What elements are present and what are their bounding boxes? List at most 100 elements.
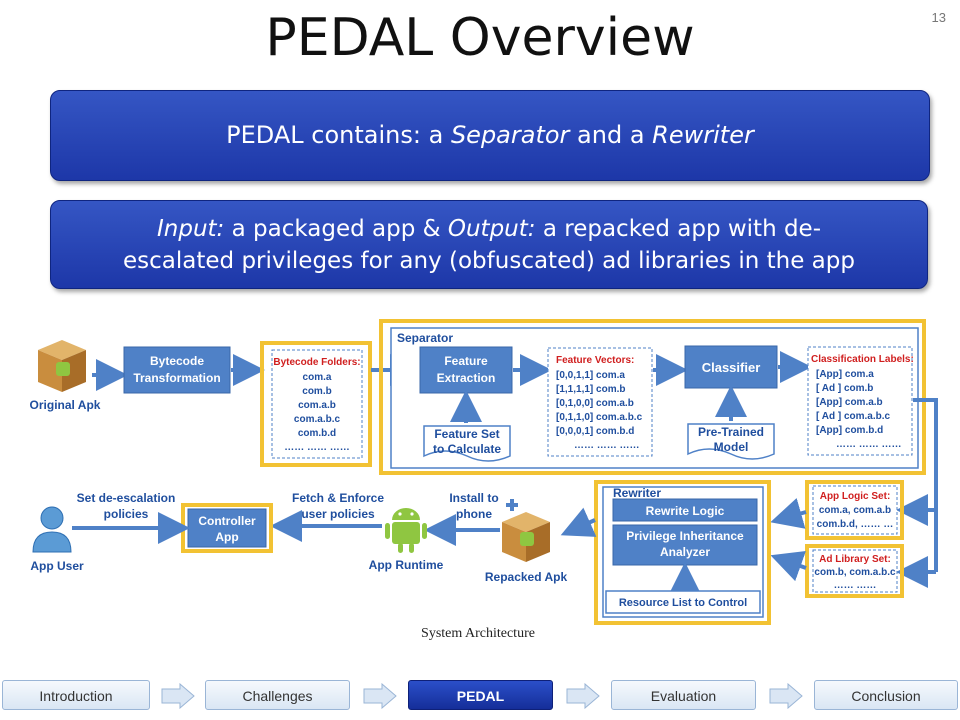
app-logic-set-title: App Logic Set: bbox=[820, 491, 891, 502]
bytecode-folders-items: com.a com.b com.a.b com.a.b.c com.b.d ……… bbox=[284, 372, 350, 453]
privilege-analyzer-line1: Privilege Inheritance bbox=[626, 529, 744, 543]
privilege-analyzer-box bbox=[612, 524, 758, 566]
classification-label-item: …… …… …… bbox=[836, 439, 902, 450]
classification-label-item: [App] com.a bbox=[816, 369, 874, 380]
feature-vectors-items: [0,0,1,1] com.a [1,1,1,1] com.b [0,1,0,0… bbox=[556, 370, 643, 451]
android-icon bbox=[385, 508, 427, 553]
banner2-output: Output: bbox=[447, 216, 536, 242]
classification-labels-box bbox=[807, 346, 913, 456]
repacked-package-icon bbox=[502, 499, 550, 562]
feature-set-line2: to Calculate bbox=[433, 442, 501, 456]
classification-label-item: [App] com.a.b bbox=[816, 397, 883, 408]
banner-components: PEDAL contains: a Separator and a Rewrit… bbox=[50, 90, 930, 181]
system-architecture-diagram: Original Apk Bytecode Transformation Byt… bbox=[30, 319, 938, 641]
resource-list-box bbox=[605, 590, 761, 614]
nav-arrow-icon bbox=[161, 683, 195, 709]
feature-vector-item: [0,0,0,1] com.b.d bbox=[556, 426, 634, 437]
feature-extraction-line1: Feature bbox=[444, 354, 488, 368]
arrow-adlib-to-rewriter bbox=[770, 551, 807, 582]
resource-list-label: Resource List to Control bbox=[619, 597, 747, 609]
controller-app-line1: Controller bbox=[198, 514, 256, 528]
bytecode-folder-item: …… …… …… bbox=[284, 442, 350, 453]
install-to-phone-line2: phone bbox=[456, 507, 492, 521]
nav-arrow-icon bbox=[769, 683, 803, 709]
diagram-caption: System Architecture bbox=[421, 626, 535, 641]
banner1-mid: and a bbox=[569, 121, 653, 149]
repacked-apk-label: Repacked Apk bbox=[485, 570, 568, 584]
rewriter-label: Rewriter bbox=[613, 486, 661, 500]
bytecode-folders-title: Bytecode Folders: bbox=[273, 357, 360, 368]
feature-vectors-box bbox=[547, 347, 653, 457]
fetch-enforce-line1: Fetch & Enforce bbox=[292, 491, 384, 505]
separator-label: Separator bbox=[397, 331, 453, 345]
ad-library-set-title: Ad Library Set: bbox=[819, 554, 891, 565]
bytecode-folder-item: com.a.b.c bbox=[294, 414, 341, 425]
user-icon bbox=[32, 506, 72, 553]
banner2-input: Input: bbox=[156, 216, 225, 242]
app-logic-set-highlight bbox=[805, 480, 904, 540]
classification-label-item: [ Ad ] com.a.b.c bbox=[816, 411, 891, 422]
classification-labels-items: [App] com.a [ Ad ] com.b [App] com.a.b [… bbox=[816, 369, 902, 450]
classification-label-item: [ Ad ] com.b bbox=[816, 383, 873, 394]
arrow-rewriter-to-repacked bbox=[560, 507, 597, 537]
controller-app-line2: App bbox=[215, 530, 238, 544]
banner2-part2: a repacked app with de- bbox=[535, 216, 822, 242]
slide-title: PEDAL Overview bbox=[265, 8, 695, 68]
nav-tab-introduction[interactable]: Introduction bbox=[2, 680, 150, 710]
page-number: 13 bbox=[931, 10, 946, 25]
pretrained-model-line2: Model bbox=[714, 440, 749, 454]
feature-extraction-box bbox=[419, 346, 513, 394]
classifier-label: Classifier bbox=[702, 360, 761, 375]
ad-library-set-highlight bbox=[805, 544, 904, 598]
nav-arrow-icon bbox=[566, 683, 600, 709]
feature-vector-item: [0,0,1,1] com.a bbox=[556, 370, 625, 381]
nav-tab-challenges[interactable]: Challenges bbox=[205, 680, 350, 710]
set-policies-line2: policies bbox=[104, 507, 149, 521]
ad-library-set-item: com.b, com.a.b.c bbox=[814, 567, 896, 578]
feature-extraction-line2: Extraction bbox=[437, 371, 496, 385]
arrow-applogic-to-rewriter bbox=[770, 498, 807, 529]
controller-app-box bbox=[187, 508, 267, 548]
app-logic-set-box bbox=[812, 485, 898, 535]
banner-input-output: Input: a packaged app & Output: a repack… bbox=[50, 200, 928, 289]
nav-tab-pedal[interactable]: PEDAL bbox=[408, 680, 553, 710]
feature-vectors-title: Feature Vectors: bbox=[556, 355, 634, 366]
app-logic-set-item: com.a, com.a.b bbox=[819, 505, 891, 516]
fetch-enforce-line2: user policies bbox=[301, 507, 375, 521]
bytecode-transformation-box bbox=[123, 346, 231, 394]
install-to-phone-line1: Install to bbox=[449, 491, 498, 505]
set-policies-line1: Set de-escalation bbox=[77, 491, 176, 505]
bytecode-folders-box bbox=[271, 349, 363, 459]
banner2-part1: a packaged app & bbox=[224, 216, 448, 242]
nav-tab-evaluation[interactable]: Evaluation bbox=[611, 680, 756, 710]
privilege-analyzer-line2: Analyzer bbox=[660, 545, 710, 559]
banner1-separator: Separator bbox=[450, 121, 570, 149]
bytecode-transformation-line1: Bytecode bbox=[150, 354, 204, 368]
app-logic-set-item: com.b.d, …… … bbox=[817, 519, 894, 530]
rewriter-highlight bbox=[594, 480, 771, 625]
ad-library-set-box bbox=[812, 549, 898, 593]
feature-set-line1: Feature Set bbox=[434, 427, 499, 441]
nav-tab-conclusion[interactable]: Conclusion bbox=[814, 680, 958, 710]
feature-vector-item: …… …… …… bbox=[574, 440, 640, 451]
classification-labels-title: Classification Labels: bbox=[811, 354, 914, 365]
bytecode-folder-item: com.b.d bbox=[298, 428, 336, 439]
feature-vector-item: [0,1,0,0] com.a.b bbox=[556, 398, 634, 409]
app-runtime-label: App Runtime bbox=[369, 558, 444, 572]
bytecode-folders-highlight bbox=[260, 341, 372, 467]
bytecode-folder-item: com.a.b bbox=[298, 400, 336, 411]
banner1-prefix: PEDAL contains: a bbox=[226, 121, 451, 149]
nav-arrow-icon bbox=[363, 683, 397, 709]
pretrained-model-line1: Pre-Trained bbox=[698, 425, 764, 439]
original-apk-label: Original Apk bbox=[30, 398, 101, 412]
bytecode-transformation-line2: Transformation bbox=[133, 371, 220, 385]
bytecode-folder-item: com.a bbox=[303, 372, 332, 383]
feature-vector-item: [1,1,1,1] com.b bbox=[556, 384, 625, 395]
package-icon bbox=[38, 340, 86, 392]
feature-set-box bbox=[423, 425, 511, 462]
rewrite-logic-label: Rewrite Logic bbox=[646, 504, 725, 518]
arrow-labels-route bbox=[913, 398, 938, 572]
app-user-label: App User bbox=[30, 559, 84, 573]
ad-library-set-item: …… …… bbox=[834, 580, 877, 591]
bytecode-folder-item: com.b bbox=[302, 386, 331, 397]
